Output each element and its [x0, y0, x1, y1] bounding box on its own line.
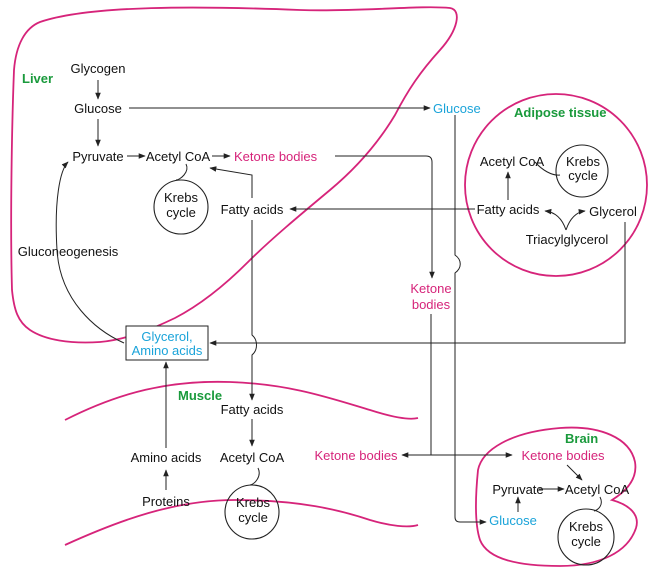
blood-ketone-line1: Ketone [410, 281, 451, 296]
liver-pyruvate: Pyruvate [72, 149, 123, 164]
muscle-top-outline [64, 380, 419, 421]
liver-title: Liver [22, 71, 53, 86]
liver-acetyl-coa: Acetyl CoA [146, 149, 211, 164]
brain-krebs-line2: cycle [571, 534, 601, 549]
blood-ketone-line2: bodies [412, 297, 451, 312]
arrow-fattyacids-to-muscle [249, 220, 257, 401]
box-glycerol: Glycerol, [141, 329, 192, 344]
muscle-bottom-outline [64, 499, 419, 546]
adipose-krebs-line2: cycle [568, 168, 598, 183]
arrow-brain-ketone-acetyl [566, 464, 583, 481]
adipose-glycerol: Glycerol [589, 204, 637, 219]
adipose-acetyl-coa: Acetyl CoA [480, 154, 545, 169]
arrow-tag-fatty [544, 208, 567, 231]
brain-krebs-cycle [557, 508, 615, 566]
muscle-fatty-acids: Fatty acids [221, 402, 284, 417]
muscle-title: Muscle [178, 388, 222, 403]
arrow-glucose-to-brain [454, 115, 487, 525]
arrow-ketone-to-brain [430, 314, 513, 458]
adipose-krebs-cycle [555, 144, 609, 198]
adipose-outline [464, 93, 648, 277]
adipose-krebs-line1: Krebs [566, 154, 600, 169]
arrow-gluconeogenesis [55, 161, 125, 344]
muscle-krebs-line2: cycle [238, 510, 268, 525]
brain-acetyl-coa: Acetyl CoA [565, 482, 630, 497]
liver-glucose: Glucose [74, 101, 122, 116]
brain-outline [475, 426, 638, 567]
arrow-ketone-to-blood [335, 155, 435, 279]
brain-title: Brain [565, 431, 598, 446]
box-amino-acids: Amino acids [132, 343, 203, 358]
liver-acetyl-into-krebs [175, 163, 188, 181]
adipose-acetyl-into-krebs [534, 161, 561, 176]
adipose-title: Adipose tissue [514, 105, 606, 120]
liver-krebs-line1: Krebs [164, 190, 198, 205]
muscle-krebs-cycle [224, 484, 280, 540]
muscle-acetyl-coa: Acetyl CoA [220, 450, 285, 465]
liver-fatty-acids: Fatty acids [221, 202, 284, 217]
muscle-krebs-line1: Krebs [236, 495, 270, 510]
ketone-bodies-between: Ketone bodies [314, 448, 398, 463]
liver-krebs-line2: cycle [166, 205, 196, 220]
brain-pyruvate: Pyruvate [492, 482, 543, 497]
liver-krebs-cycle [153, 179, 209, 235]
blood-glucose: Glucose [433, 101, 481, 116]
adipose-triacylglycerol: Triacylglycerol [526, 232, 609, 247]
liver-outline [10, 6, 458, 344]
liver-ketone-bodies: Ketone bodies [234, 149, 318, 164]
brain-krebs-line1: Krebs [569, 519, 603, 534]
glycerol-aminoacids-box [125, 325, 209, 361]
arrow-tag-glycerol [565, 209, 586, 231]
liver-glycogen: Glycogen [71, 61, 126, 76]
muscle-acetyl-into-krebs [249, 467, 260, 486]
adipose-fatty-acids: Fatty acids [477, 202, 540, 217]
brain-acetyl-into-krebs [593, 496, 602, 512]
arrow-fattyacids-acetylcoa [209, 166, 253, 198]
muscle-proteins: Proteins [142, 494, 190, 509]
gluconeogenesis-label: Gluconeogenesis [18, 244, 119, 259]
brain-ketone-bodies: Ketone bodies [521, 448, 605, 463]
muscle-amino-acids: Amino acids [131, 450, 202, 465]
brain-glucose: Glucose [489, 513, 537, 528]
arrow-glycerol-to-box [209, 222, 626, 346]
